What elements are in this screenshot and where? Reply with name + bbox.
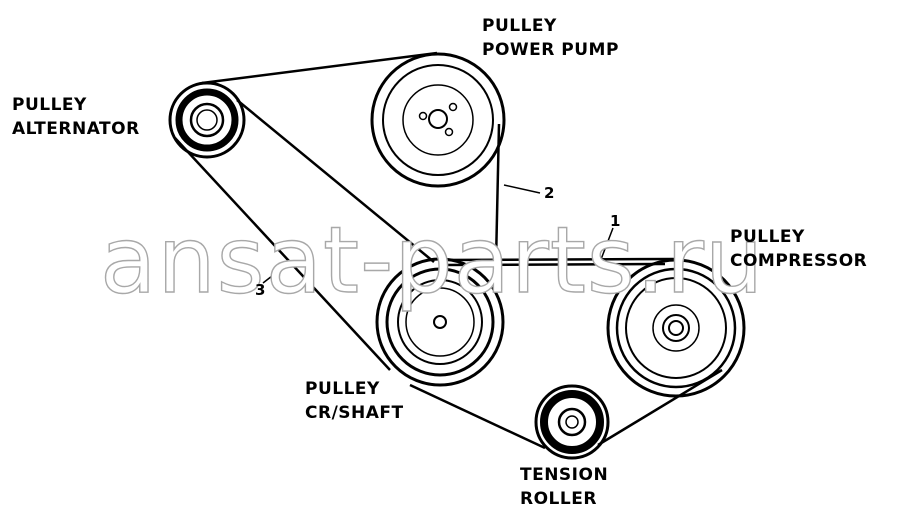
callout-belt-2: 2: [544, 184, 555, 202]
watermark: ansat-parts.ru: [99, 207, 765, 314]
crankshaft-pulley: [375, 257, 505, 387]
power-pump-pulley: [370, 52, 506, 188]
alternator-pulley: [168, 81, 246, 159]
callout-belt-1: 1: [610, 212, 621, 230]
label-crankshaft: PULLEY CR/SHAFT: [305, 379, 404, 423]
label-tension-roller: TENSION ROLLER: [520, 465, 609, 509]
compressor-pulley: [606, 258, 746, 398]
tension-roller: [534, 384, 610, 460]
belt-1: [437, 257, 677, 267]
label-power-pump: PULLEY POWER PUMP: [482, 16, 619, 60]
callout-leaders: [262, 184, 614, 284]
label-alternator: PULLEY ALTERNATOR: [12, 95, 140, 139]
label-compressor: PULLEY COMPRESSOR: [730, 227, 868, 271]
callout-belt-3: 3: [255, 281, 266, 299]
